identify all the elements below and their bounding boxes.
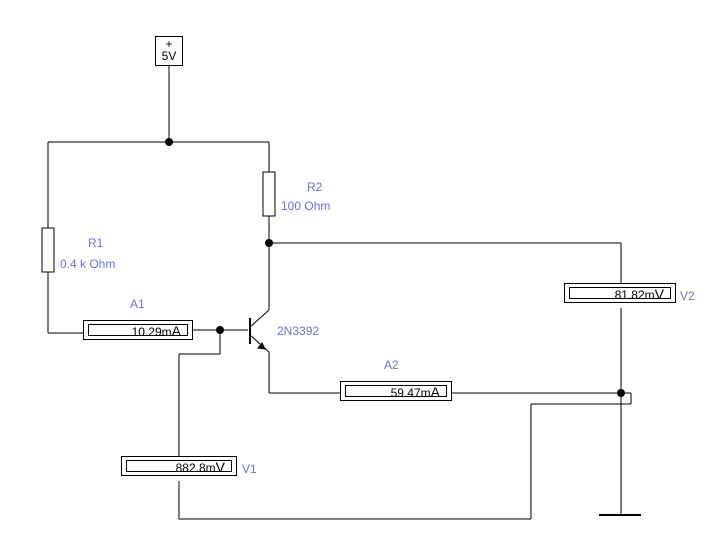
junctions	[165, 138, 625, 397]
ammeter-a2: 59.47mA	[340, 381, 452, 401]
voltmeter-v1: 882.8mV	[121, 456, 237, 476]
junction-base	[216, 326, 224, 334]
voltage-source: + 5V	[155, 36, 183, 66]
ammeter-a1: 10.29mA	[83, 320, 193, 340]
junction-collector	[265, 239, 273, 247]
resistor-r2	[262, 171, 276, 217]
resistor-r1	[41, 227, 55, 273]
a2-reading: 59.47m	[390, 386, 431, 400]
voltmeter-v1-display: 882.8mV	[126, 459, 232, 475]
junction-top	[165, 138, 173, 146]
wires	[47, 66, 632, 520]
v1-reading: 882.8m	[175, 461, 216, 475]
source-plus-sign: +	[165, 37, 173, 51]
r1-name-label: R1	[88, 236, 104, 250]
transistor-label: 2N3392	[277, 324, 320, 338]
ammeter-a1-display: 10.29mA	[88, 323, 188, 339]
v1-label: V1	[242, 462, 257, 476]
a1-unit: A	[171, 323, 181, 339]
transistor-2n3392	[249, 309, 270, 353]
r2-value-label: 100 Ohm	[281, 199, 331, 213]
source-value: 5V	[161, 49, 177, 63]
v2-unit: V	[654, 286, 664, 302]
r1-value-label: 0.4 k Ohm	[60, 257, 116, 271]
a2-unit: A	[430, 384, 440, 400]
v1-unit: V	[215, 459, 225, 475]
voltmeter-v2-display: 81.82mV	[569, 286, 671, 302]
ammeter-a2-display: 59.47mA	[345, 384, 447, 400]
junction-emitter-return	[617, 389, 625, 397]
v2-label: V2	[680, 289, 695, 303]
voltmeter-v2: 81.82mV	[564, 283, 676, 303]
a1-label: A1	[130, 297, 145, 311]
a2-label: A2	[384, 358, 399, 372]
v2-reading: 81.82m	[614, 288, 655, 302]
r2-name-label: R2	[307, 180, 323, 194]
a1-reading: 10.29m	[131, 325, 172, 339]
